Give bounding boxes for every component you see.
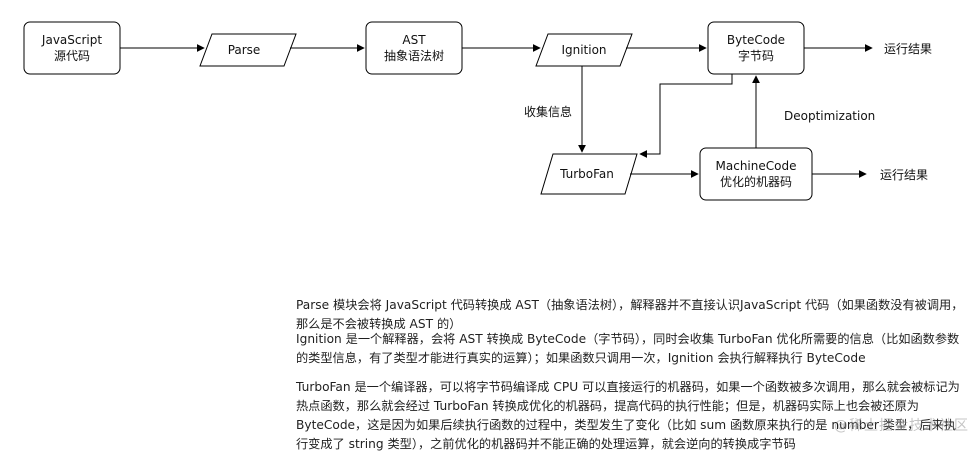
diagram-canvas: JavaScript 源代码 Parse AST 抽象语法树 Ignition … — [23, 21, 969, 451]
watermark: @稀土掘金技术社区 — [834, 418, 969, 434]
bytecode-line1: ByteCode — [727, 33, 785, 47]
turbofan-label: TurboFan — [559, 167, 614, 181]
ast-line2: 抽象语法树 — [384, 48, 444, 63]
machinecode-line2: 优化的机器码 — [720, 174, 792, 189]
js-source-line2: 源代码 — [54, 49, 90, 63]
ignition-description: Ignition 是一个解释器，会将 AST 转换成 ByteCode（字节码）… — [296, 332, 960, 365]
result-top-label: 运行结果 — [884, 42, 932, 56]
ignition-node: Ignition — [535, 33, 633, 67]
result-bottom-label: 运行结果 — [880, 168, 928, 182]
parse-node: Parse — [199, 33, 297, 67]
js-source-node: JavaScript 源代码 — [23, 21, 121, 75]
collect-info-label: 收集信息 — [524, 104, 572, 119]
flow-diagram: JavaScript 源代码 Parse AST 抽象语法树 Ignition … — [23, 21, 932, 201]
ignition-label: Ignition — [561, 43, 606, 57]
machinecode-node: MachineCode 优化的机器码 — [699, 147, 813, 201]
bytecode-node: ByteCode 字节码 — [707, 21, 805, 75]
ast-node: AST 抽象语法树 — [365, 21, 463, 75]
arrow-bytecode-to-turbofan — [639, 74, 733, 158]
machinecode-line1: MachineCode — [716, 159, 797, 173]
parse-label: Parse — [228, 43, 261, 57]
turbofan-node: TurboFan — [540, 153, 638, 195]
parse-description: Parse 模块会将 JavaScript 代码转换成 AST（抽象语法树），解… — [296, 298, 964, 331]
deoptimization-label: Deoptimization — [784, 109, 875, 123]
ast-line1: AST — [402, 33, 426, 47]
js-source-line1: JavaScript — [41, 33, 102, 47]
bytecode-line2: 字节码 — [738, 48, 774, 63]
